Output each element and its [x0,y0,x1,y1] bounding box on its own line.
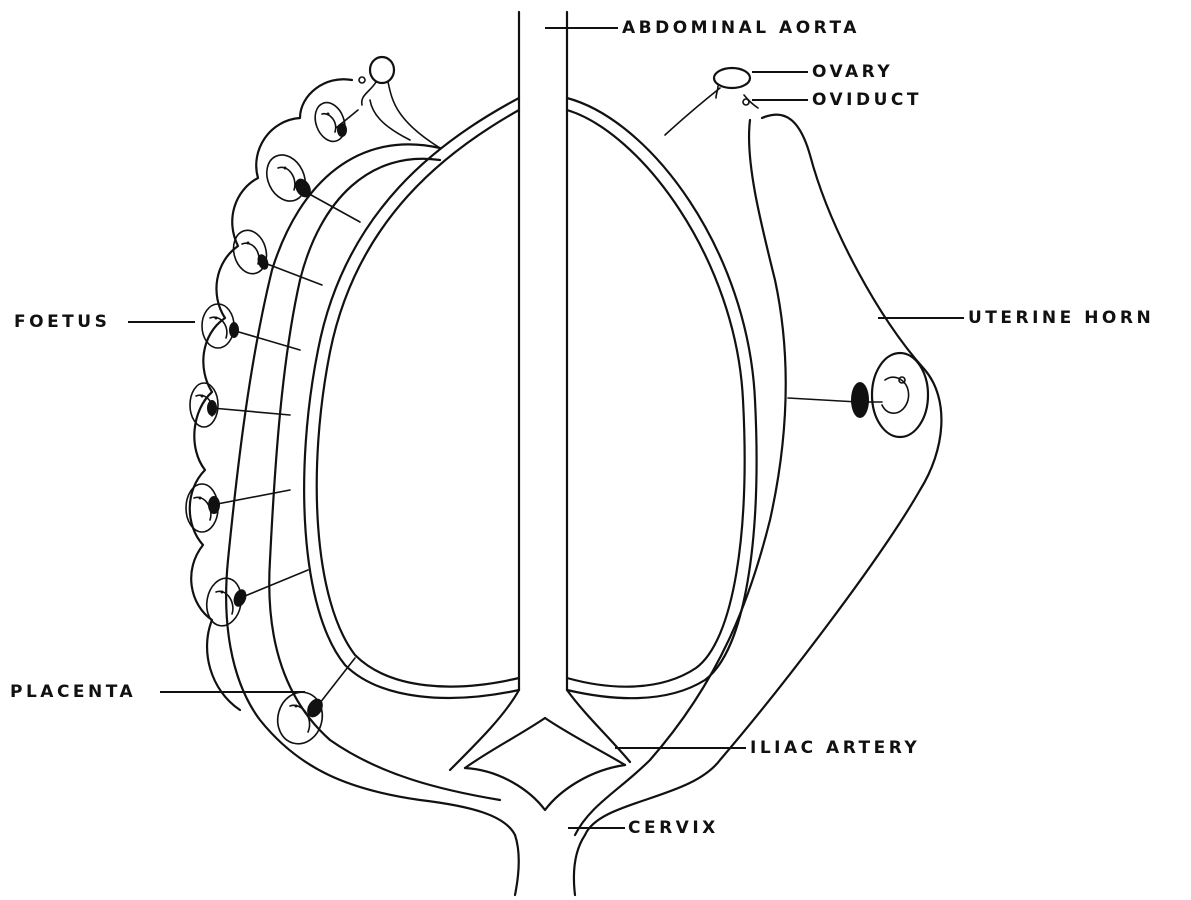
foetus-figure [229,227,271,278]
foetus-figure [310,98,350,145]
label-placenta: PLACENTA [10,682,136,702]
label-ovary: OVARY [812,62,893,82]
foetus-figure [260,149,313,208]
iliac-arteries [450,690,630,770]
left-arterial-loop [304,98,519,698]
label-oviduct: OVIDUCT [812,90,922,110]
foetus-figure [272,687,328,749]
label-cervix: CERVIX [628,818,719,838]
label-foetus: FOETUS [14,312,110,332]
label-uterine-horn: UTERINE HORN [968,308,1154,328]
label-iliac-artery: ILIAC ARTERY [750,738,920,758]
right-placenta [788,382,882,418]
abdominal-aorta [519,12,567,690]
right-foetus [872,353,928,437]
right-uterine-horn [575,88,941,835]
left-foetuses [186,98,350,748]
cervix [465,765,625,895]
left-uterine-horn [190,79,515,835]
right-arterial-loop [567,98,757,698]
left-ovary [359,57,440,148]
leader-lines [128,28,964,828]
foetus-figure [202,304,234,348]
label-abdominal-aorta: ABDOMINAL AORTA [622,18,860,38]
